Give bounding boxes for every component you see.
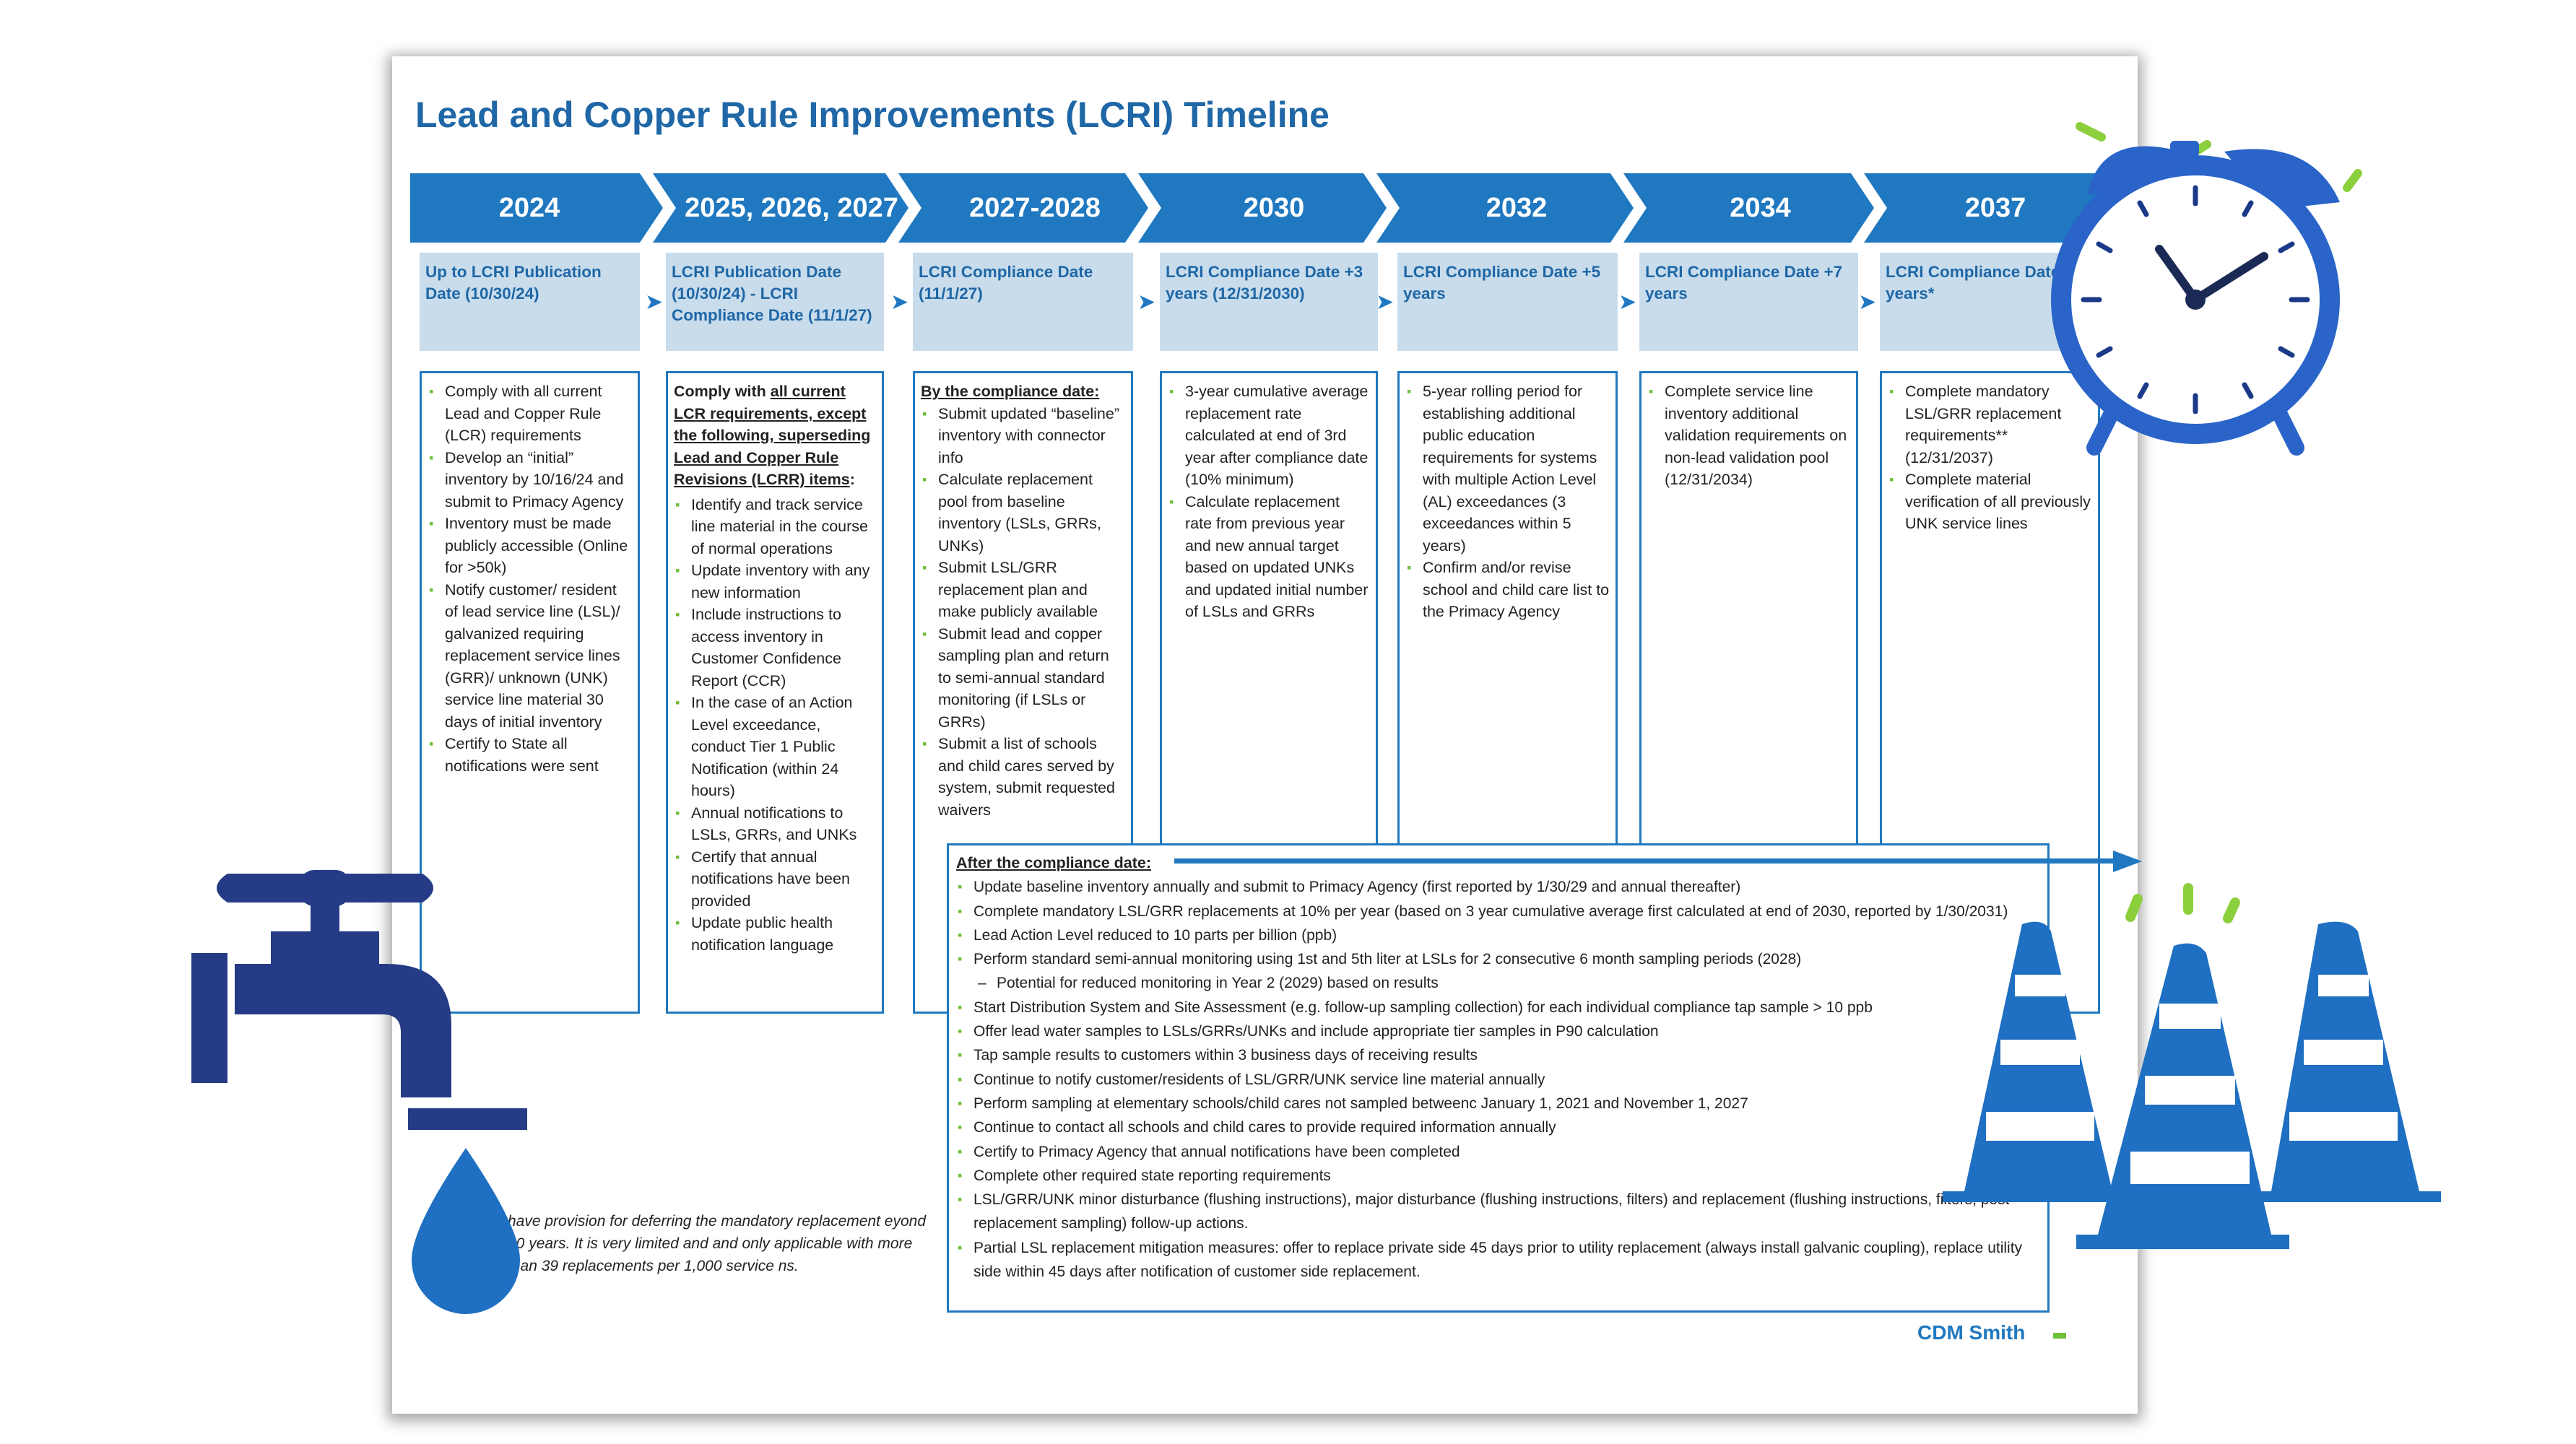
list-item: Perform standard semi-annual monitoring …	[956, 947, 2040, 972]
list-item: 3-year cumulative average replacement ra…	[1168, 380, 1370, 491]
connector-arrow-icon: ➤	[1137, 290, 1156, 314]
column-lead-text: Comply with all current LCR requirements…	[674, 383, 871, 488]
year-label-2027: 2027-2028	[969, 193, 1101, 223]
list-item: Offer lead water samples to LSLs/GRRs/UN…	[956, 1019, 2040, 1044]
milestone-2027: LCRI Compliance Date (11/1/27)	[913, 253, 1133, 351]
list-item: In the case of an Action Level exceedanc…	[674, 692, 876, 802]
list-item: Comply with all current Lead and Copper …	[428, 380, 632, 447]
list-item: Complete mandatory LSL/GRR replacement r…	[1888, 380, 2092, 469]
list-item: 5-year rolling period for establishing a…	[1405, 380, 1610, 557]
list-item: Complete material verification of all pr…	[1888, 469, 2092, 535]
list-item: Submit LSL/GRR replacement plan and make…	[921, 557, 1125, 623]
list-item: Notify customer/ resident of lead servic…	[428, 579, 632, 734]
chevron-2032	[1376, 173, 1634, 243]
connector-arrow-icon: ➤	[1618, 290, 1637, 314]
list-item: Develop an “initial” inventory by 10/16/…	[428, 447, 632, 513]
milestone-2034: LCRI Compliance Date +7 years	[1639, 253, 1858, 351]
chevron-2027	[898, 173, 1148, 243]
list-item: Perform sampling at elementary schools/c…	[956, 1092, 2040, 1116]
year-label-2024: 2024	[498, 193, 560, 223]
list-item: Complete service line inventory addition…	[1647, 380, 1850, 491]
connector-arrow-icon: ➤	[890, 290, 909, 314]
chevron-2025	[653, 173, 908, 243]
connector-arrow-icon: ➤	[1858, 290, 1877, 314]
timeline-document: Lead and Copper Rule Improvements (LCRI)…	[392, 56, 2143, 1414]
list-item: Partial LSL replacement mitigation measu…	[956, 1236, 2040, 1284]
year-label-2030: 2030	[1243, 193, 1305, 223]
list-item: Tap sample results to customers within 3…	[956, 1043, 2040, 1068]
footnote: have provision for deferring the mandato…	[508, 1213, 926, 1274]
list-item: Start Distribution System and Site Asses…	[956, 996, 2040, 1020]
list-item: Inventory must be made publicly accessib…	[428, 513, 632, 579]
list-item: Complete mandatory LSL/GRR replacements …	[956, 900, 2040, 924]
list-item: Update public health notification langua…	[674, 912, 876, 956]
alarm-clock-icon	[2051, 122, 2362, 456]
list-item: Certify to Primacy Agency that annual no…	[956, 1140, 2040, 1165]
chevron-2030	[1138, 173, 1387, 243]
chevron-2034	[1623, 173, 1874, 243]
list-item: Calculate replacement pool from baseline…	[921, 469, 1125, 557]
list-item: Certify to State all notifications were …	[428, 733, 632, 777]
milestone-2025: LCRI Publication Date (10/30/24) - LCRI …	[666, 253, 884, 351]
detail-column-2025: Comply with all current LCR requirements…	[666, 371, 884, 1014]
list-subitem: Potential for reduced monitoring in Year…	[956, 971, 2040, 996]
list-item: Continue to contact all schools and chil…	[956, 1115, 2040, 1140]
list-item: Confirm and/or revise school and child c…	[1405, 557, 1610, 623]
list-item: Submit lead and copper sampling plan and…	[921, 623, 1125, 734]
year-label-2037: 2037	[1964, 193, 2026, 223]
year-label-2034: 2034	[1730, 193, 1791, 223]
water-faucet-icon	[191, 870, 527, 1130]
connector-arrow-icon: ➤	[1376, 290, 1395, 314]
list-item: Update inventory with any new informatio…	[674, 560, 876, 604]
column-lead-text: By the compliance date:	[921, 383, 1100, 400]
chevron-bar	[410, 173, 2143, 243]
page-title: Lead and Copper Rule Improvements (LCRI)…	[415, 95, 1330, 135]
after-compliance-header: After the compliance date:	[956, 854, 1151, 871]
chevron-2024	[410, 173, 663, 243]
brand-logo: CDM Smith	[1917, 1321, 2026, 1344]
brand-mark	[2053, 1333, 2066, 1339]
connector-arrow-icon: ➤	[645, 290, 664, 314]
milestone-2032: LCRI Compliance Date +5 years	[1397, 253, 1618, 351]
detail-column-2024: Comply with all current Lead and Copper …	[420, 371, 640, 1014]
list-item: Complete other required state reporting …	[956, 1164, 2040, 1188]
list-item: Annual notifications to LSLs, GRRs, and …	[674, 802, 876, 846]
list-item: Lead Action Level reduced to 10 parts pe…	[956, 923, 2040, 948]
list-item: Include instructions to access inventory…	[674, 604, 876, 692]
list-item: Calculate replacement rate from previous…	[1168, 491, 1370, 623]
list-item: Submit updated “baseline” inventory with…	[921, 403, 1125, 469]
list-item: Update baseline inventory annually and s…	[956, 875, 2040, 900]
milestone-2024: Up to LCRI Publication Date (10/30/24)	[420, 253, 640, 351]
list-item: Submit a list of schools and child cares…	[921, 733, 1125, 821]
year-label-2025: 2025, 2026, 2027	[685, 193, 898, 223]
list-item: LSL/GRR/UNK minor disturbance (flushing …	[956, 1188, 2040, 1236]
traffic-cones-icon	[1943, 883, 2441, 1249]
milestone-2030: LCRI Compliance Date +3 years (12/31/203…	[1160, 253, 1378, 351]
after-compliance-box: After the compliance date: Update baseli…	[947, 843, 2050, 1313]
year-label-2032: 2032	[1486, 193, 1548, 223]
water-drop-icon	[412, 1148, 520, 1314]
list-item: Certify that annual notifications have b…	[674, 846, 876, 913]
list-item: Continue to notify customer/residents of…	[956, 1068, 2040, 1092]
timeline-arrow-icon	[1174, 851, 2142, 872]
list-item: Identify and track service line material…	[674, 494, 876, 560]
